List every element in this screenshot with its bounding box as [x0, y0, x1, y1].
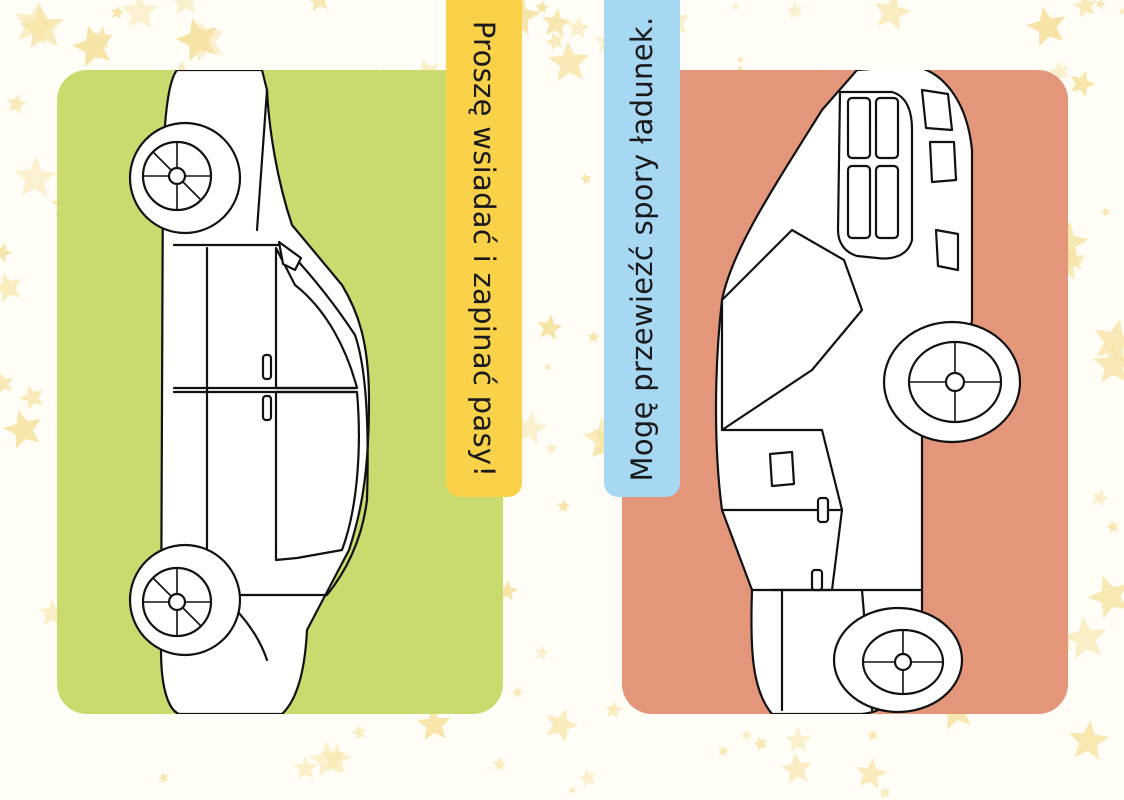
star-icon [568, 786, 577, 795]
star-icon [1048, 60, 1070, 82]
star-icon [1063, 616, 1107, 659]
star-icon [1092, 489, 1109, 507]
right-caption: Mogę przewieźć spory ładunek. [625, 16, 659, 481]
star-icon [491, 756, 507, 772]
star-icon [753, 736, 768, 751]
star-icon [351, 725, 367, 740]
star-icon [785, 727, 812, 753]
star-icon [1069, 720, 1110, 760]
star-icon [7, 93, 27, 114]
star-icon [879, 786, 891, 799]
star-icon [736, 55, 745, 64]
star-icon [293, 755, 318, 779]
star-icon [0, 372, 14, 395]
star-icon [1095, 0, 1107, 10]
star-icon [110, 5, 125, 20]
star-icon [546, 708, 579, 742]
star-icon [0, 242, 13, 263]
wheel-bottom [128, 543, 242, 657]
star-icon [306, 0, 331, 12]
left-caption-tab: Proszę wsiadać i zapinać pasy! [446, 0, 522, 497]
star-icon [1087, 575, 1124, 619]
star-icon [534, 645, 550, 661]
wheel-top [128, 121, 242, 235]
star-icon [548, 41, 590, 82]
star-icon [1026, 6, 1065, 46]
right-coloring-panel [622, 70, 1068, 714]
star-icon [19, 4, 64, 49]
star-icon [1100, 206, 1111, 217]
star-icon [545, 32, 564, 51]
star-icon [72, 25, 112, 67]
pickup-truck-illustration [714, 70, 1022, 714]
star-icon [3, 409, 42, 449]
star-icon [874, 0, 911, 31]
star-icon [535, 0, 550, 14]
star-icon [183, 20, 224, 62]
star-icon [731, 1, 740, 11]
star-icon [578, 768, 597, 787]
star-icon [1073, 0, 1097, 18]
star-icon [168, 0, 201, 15]
left-caption: Proszę wsiadać i zapinać pasy! [467, 20, 501, 477]
star-icon [587, 330, 600, 343]
star-icon [309, 741, 346, 777]
star-icon [1094, 319, 1124, 364]
star-icon [567, 16, 590, 39]
star-icon [543, 362, 552, 371]
star-icon [741, 729, 753, 741]
sedan-car-illustration [128, 70, 371, 714]
star-icon [786, 1, 803, 19]
star-icon [416, 707, 451, 740]
star-icon [14, 156, 57, 198]
star-icon [514, 411, 548, 445]
star-icon [1070, 70, 1096, 98]
star-icon [856, 758, 888, 789]
star-icon [780, 753, 812, 784]
left-coloring-panel [57, 70, 503, 714]
star-icon [0, 272, 21, 303]
star-icon [537, 314, 563, 340]
star-icon [511, 686, 524, 698]
star-icon [718, 745, 729, 757]
star-icon [556, 499, 571, 512]
star-icon [1118, 6, 1124, 16]
star-icon [1092, 343, 1124, 383]
right-caption-tab: Mogę przewieźć spory ładunek. [604, 0, 680, 497]
star-icon [580, 172, 592, 185]
star-icon [120, 0, 159, 29]
star-icon [1106, 520, 1120, 534]
star-icon [19, 385, 44, 410]
truck-wheel-top [882, 320, 1022, 444]
star-icon [867, 729, 878, 741]
star-icon [545, 442, 558, 454]
star-icon [158, 772, 169, 784]
star-icon [605, 701, 623, 718]
star-icon [39, 599, 66, 625]
truck-wheel-bottom [832, 606, 964, 714]
star-icon [542, 8, 572, 37]
